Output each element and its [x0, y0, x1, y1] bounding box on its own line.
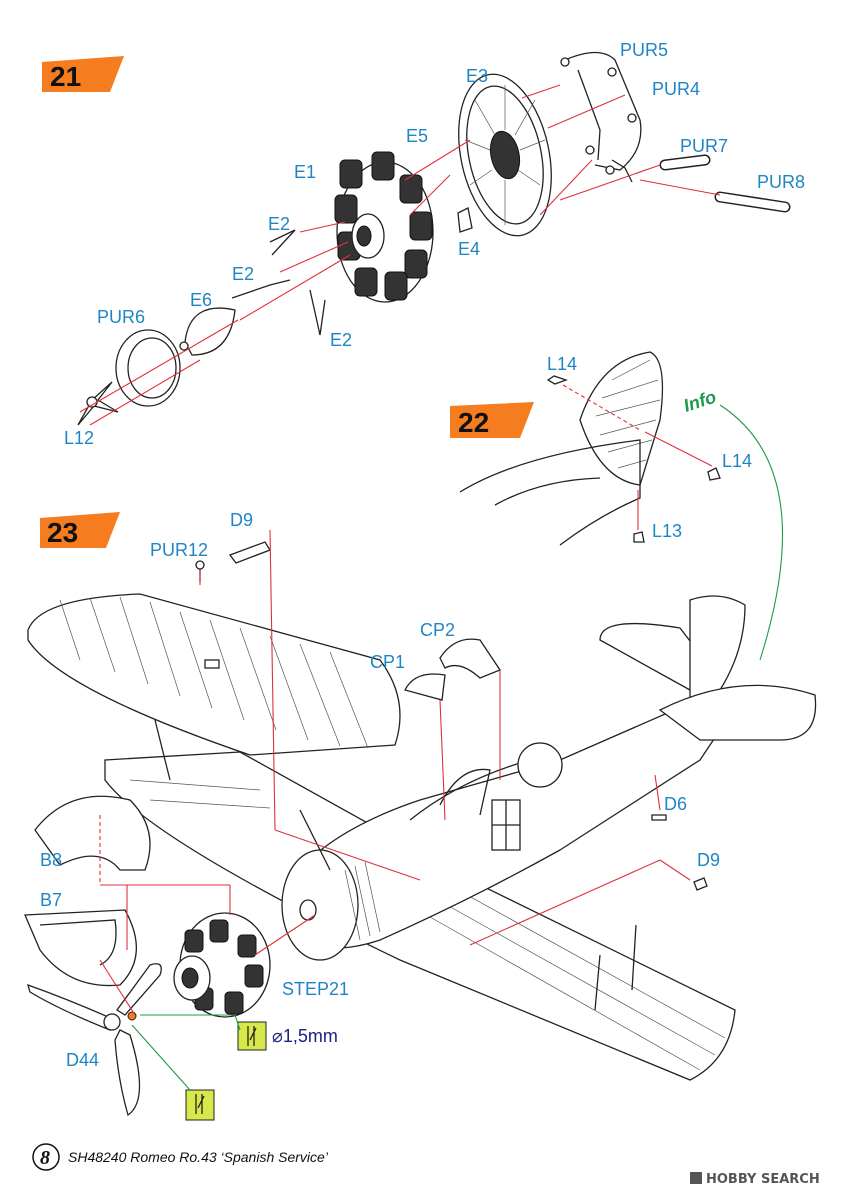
label-cp1: CP1: [370, 652, 405, 672]
label-l13: L13: [652, 521, 682, 541]
step-21-number: 21: [50, 61, 81, 92]
label-d9-right: D9: [697, 850, 720, 870]
page-number: 8: [40, 1147, 50, 1169]
label-e4: E4: [458, 239, 480, 259]
label-e2-bottom: E2: [330, 330, 352, 350]
label-pur7: PUR7: [680, 136, 728, 156]
push-rods-e2: [231, 229, 326, 336]
label-l14-right: L14: [722, 451, 752, 471]
label-e1: E1: [294, 162, 316, 182]
drill-icon-top: [237, 1021, 267, 1051]
propeller-d44: [27, 963, 162, 1117]
step-23-badge: 23: [40, 512, 120, 548]
info-note: Info: [681, 387, 719, 416]
part-d6: [651, 814, 667, 821]
canopy-cp1-cp2: [404, 638, 501, 701]
watermark-logo-icon: [690, 1172, 702, 1184]
label-l14-top: L14: [547, 354, 577, 374]
step-23-number: 23: [47, 517, 78, 548]
part-d9-right: [693, 877, 708, 891]
label-pur6: PUR6: [97, 307, 145, 327]
label-pur5: PUR5: [620, 40, 668, 60]
tail-fin-detail: [459, 351, 721, 546]
label-e6: E6: [190, 290, 212, 310]
label-cp2: CP2: [420, 620, 455, 640]
step-23-flag: [40, 512, 120, 548]
cowl-panels-b8-b7: [24, 795, 151, 987]
radial-engine-e1-e5: [334, 151, 434, 303]
label-b8: B8: [40, 850, 62, 870]
label-step21-ref: STEP21: [282, 979, 349, 999]
label-pur4: PUR4: [652, 79, 700, 99]
kit-title: SH48240 Romeo Ro.43 ‘Spanish Service’: [68, 1149, 329, 1165]
step-22-badge: 22: [450, 402, 534, 438]
label-e2-middle: E2: [232, 264, 254, 284]
step-21-arrows: [79, 84, 721, 426]
tail-surfaces: [599, 595, 817, 741]
label-d6: D6: [664, 794, 687, 814]
label-e3: E3: [466, 66, 488, 86]
footer: 8 SH48240 Romeo Ro.43 ‘Spanish Service’ …: [32, 1143, 820, 1187]
ring-pur6: [115, 329, 181, 407]
info-connector: [719, 404, 784, 661]
spinner-e6: [179, 307, 236, 356]
label-pur12: PUR12: [150, 540, 208, 560]
label-drill-diameter: ⌀1,5mm: [272, 1026, 338, 1046]
label-l12: L12: [64, 428, 94, 448]
propeller-l12: [77, 381, 119, 426]
label-pur8: PUR8: [757, 172, 805, 192]
engine-assembly-step23: [173, 912, 271, 1018]
watermark: HOBBY SEARCH: [706, 1172, 820, 1187]
upper-wing: [27, 593, 401, 756]
label-b7: B7: [40, 890, 62, 910]
exhaust-pipes-pur4-pur5: [560, 51, 642, 175]
step-23-arrows: [99, 529, 691, 1091]
drill-icon-bottom: [185, 1089, 215, 1121]
label-d9-top: D9: [230, 510, 253, 530]
part-e4: [457, 207, 473, 233]
label-e2-top: E2: [268, 214, 290, 234]
step-22-number: 22: [458, 407, 489, 438]
step-22-flag: [450, 402, 534, 438]
step-21-badge: 21: [42, 56, 124, 92]
step-21-flag: [42, 56, 124, 92]
cowling-ring-e3: [458, 73, 552, 237]
exhaust-tubes-pur7-pur8: [611, 154, 791, 213]
label-d44: D44: [66, 1050, 99, 1070]
label-e5: E5: [406, 126, 428, 146]
fuselage: [281, 689, 741, 961]
page-number-circle: [32, 1143, 60, 1171]
wing-struts: [154, 719, 637, 1011]
